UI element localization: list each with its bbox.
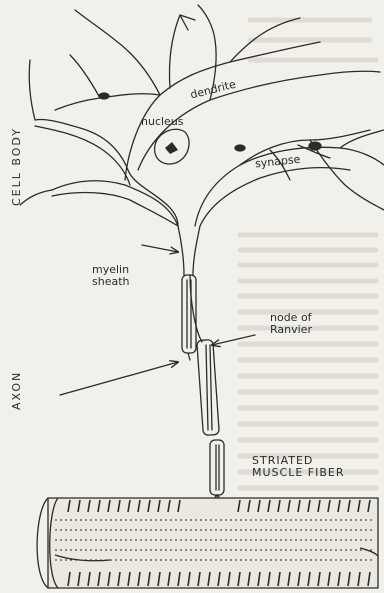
label-striated-muscle-fiber: STRIATED MUSCLE FIBER [252, 455, 345, 479]
myelin-segment [210, 440, 224, 495]
label-nucleus: nucleus [141, 116, 184, 128]
label-node-of-ranvier: node of Ranvier [270, 312, 312, 336]
label-myelin-sheath: myelin sheath [92, 264, 130, 288]
striated-muscle-fiber [37, 498, 378, 588]
label-cell-body: CELL BODY [10, 127, 23, 206]
cell-body-outline [35, 119, 178, 226]
axon-hillock [178, 226, 200, 275]
axon-arrow [60, 362, 178, 395]
myelin-arrow [142, 245, 178, 252]
synapse-bulb [99, 93, 109, 99]
label-axon: AXON [10, 371, 23, 410]
